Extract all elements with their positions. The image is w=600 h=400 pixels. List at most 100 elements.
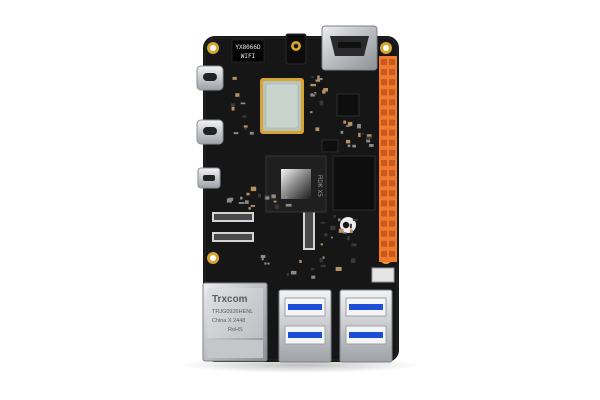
smd-part [310,93,315,97]
wifi-label-line1: YX8066D [235,44,261,51]
smd-part [345,139,351,144]
smd-part [322,90,326,94]
smd-part [311,275,316,279]
gpio-pin [389,149,395,156]
smd-part [265,196,270,200]
smd-part [330,236,333,239]
wireless-module [260,78,304,134]
gpio-pin [389,99,395,106]
ethernet-cert: RoHS [228,327,243,333]
smd-part [240,102,246,105]
ethernet-part-line2: China X 2448 [212,318,245,324]
smd-part [273,200,277,203]
usb-c-port-2 [196,119,224,145]
smd-part [319,101,324,106]
smd-part [349,223,352,229]
gpio-pin [381,119,387,126]
gpio-pin [381,69,387,76]
smd-part [261,256,264,261]
smd-part [271,194,276,199]
gpio-pin [389,200,395,207]
smd-part [320,264,326,268]
smd-part [246,192,250,196]
smd-part [258,193,261,198]
gpio-pin [389,69,395,76]
smd-part [338,218,341,222]
smd-part [347,236,350,241]
smd-part [357,123,361,129]
smd-part [311,76,315,78]
smd-part [242,115,247,118]
smd-part [323,87,329,92]
camera-connector-2 [212,232,254,242]
hdmi-port [321,25,378,71]
smd-part [368,144,374,147]
smd-part [343,120,347,124]
smd-part [310,267,315,271]
smd-part [243,125,248,128]
gpio-pin [381,89,387,96]
smd-part [324,233,328,237]
ethernet-brand: Trxcom [212,294,248,305]
smd-part [345,125,350,127]
fan-connector [371,267,395,283]
gpio-pin [381,200,387,207]
ethernet-part-line1: TRJG0926HENL [212,309,253,315]
gpio-pin [389,250,395,257]
gpio-pin [381,129,387,136]
smd-part [358,132,361,138]
smd-part [250,186,257,192]
smd-part [322,256,325,259]
smd-part [235,93,240,97]
smd-part [264,262,267,265]
smd-part [248,207,251,210]
usb3-port-left [278,289,332,363]
smd-part [352,218,358,222]
gpio-pin [389,59,395,65]
smd-part [315,127,320,132]
gpio-pin [389,210,395,217]
smd-part [231,106,235,111]
smd-part [315,79,321,82]
soc-marking: RDK X5 [316,175,322,197]
gpio-pin [389,109,395,116]
smd-part [351,243,357,247]
smd-part [232,76,237,80]
smd-part [361,132,364,135]
smd-part [347,144,351,148]
gpio-pin [381,160,387,166]
smd-part [245,200,249,204]
gpio-pin [381,220,387,227]
gpio-pin [389,220,395,227]
gpio-pin [389,119,395,126]
audio-jack [285,33,307,65]
usb3-port-right [339,289,393,363]
smd-part [335,266,342,271]
smd-part [340,130,344,134]
gpio-pin [381,79,387,86]
smd-part [320,222,326,224]
smd-part [260,255,266,258]
smd-part [244,125,247,130]
wifi-module-label: YX8066D WIFI [231,39,265,63]
smd-part [317,75,320,79]
gpio-pin [389,240,395,247]
gpio-pin [389,190,395,197]
micro-usb-port [197,167,221,189]
smd-part [310,83,316,87]
smd-part [290,270,297,275]
camera-connector-1 [212,212,254,222]
smd-part [231,103,235,107]
gpio-pin [381,250,387,257]
emmc-chip [321,139,339,153]
gpio-pin [381,99,387,106]
smd-part [285,203,292,207]
gpio-pin [389,79,395,86]
smd-part [283,196,288,199]
gpio-pin [389,170,395,177]
smd-part [333,215,336,218]
smd-part [267,262,270,265]
wifi-label-line2: WIFI [241,53,256,60]
smd-part [240,196,243,200]
